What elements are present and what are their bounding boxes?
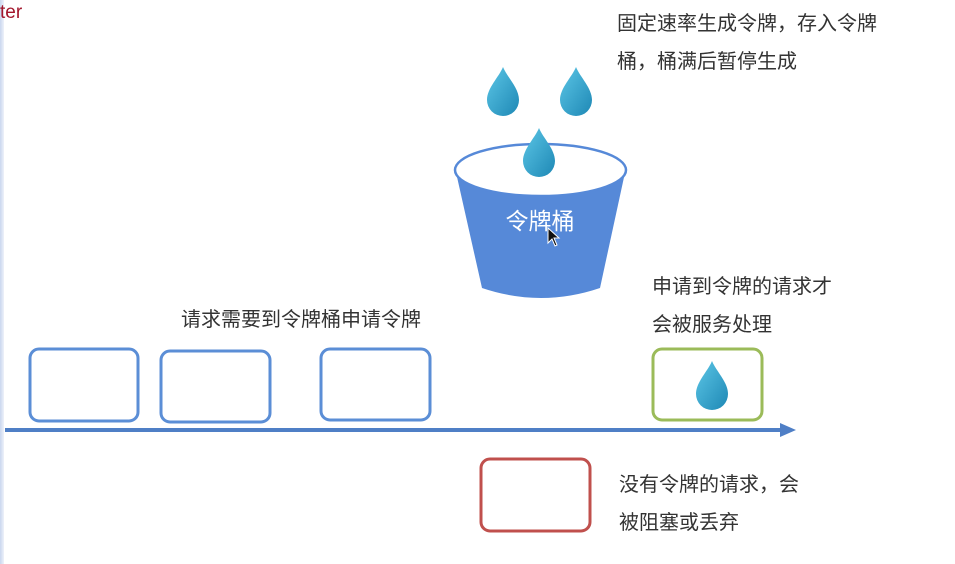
blocked-caption-line: 没有令牌的请求，会: [619, 472, 799, 496]
mouse-cursor-icon: [547, 226, 561, 247]
generate-caption-line: 桶，桶满后暂停生成: [617, 49, 797, 73]
token-drop-icon: [560, 67, 592, 116]
timeline-arrow: [5, 423, 796, 437]
token-drop-icon: [523, 128, 555, 177]
token-drop-icon: [696, 361, 728, 410]
request-box: [159, 349, 272, 424]
served-caption-line: 申请到令牌的请求才: [652, 274, 832, 298]
request-box: [319, 347, 432, 422]
corner-fragment-text: ter: [0, 2, 23, 23]
served-caption-line: 会被服务处理: [652, 312, 772, 336]
blocked-caption-line: 被阻塞或丢弃: [619, 510, 739, 534]
request-caption: 请求需要到令牌桶申请令牌: [181, 307, 421, 331]
generate-caption: 固定速率生成令牌，存入令牌 桶，桶满后暂停生成: [617, 4, 877, 80]
served-caption: 申请到令牌的请求才 会被服务处理: [652, 267, 832, 343]
generate-caption-line: 固定速率生成令牌，存入令牌: [617, 11, 877, 35]
blocked-request-box: [479, 457, 592, 533]
token-drop-icon: [487, 67, 519, 116]
token-bucket-label: 令牌桶: [506, 209, 575, 235]
window-left-edge: [0, 0, 4, 564]
blocked-caption: 没有令牌的请求，会 被阻塞或丢弃: [619, 465, 799, 541]
request-box: [28, 347, 140, 423]
